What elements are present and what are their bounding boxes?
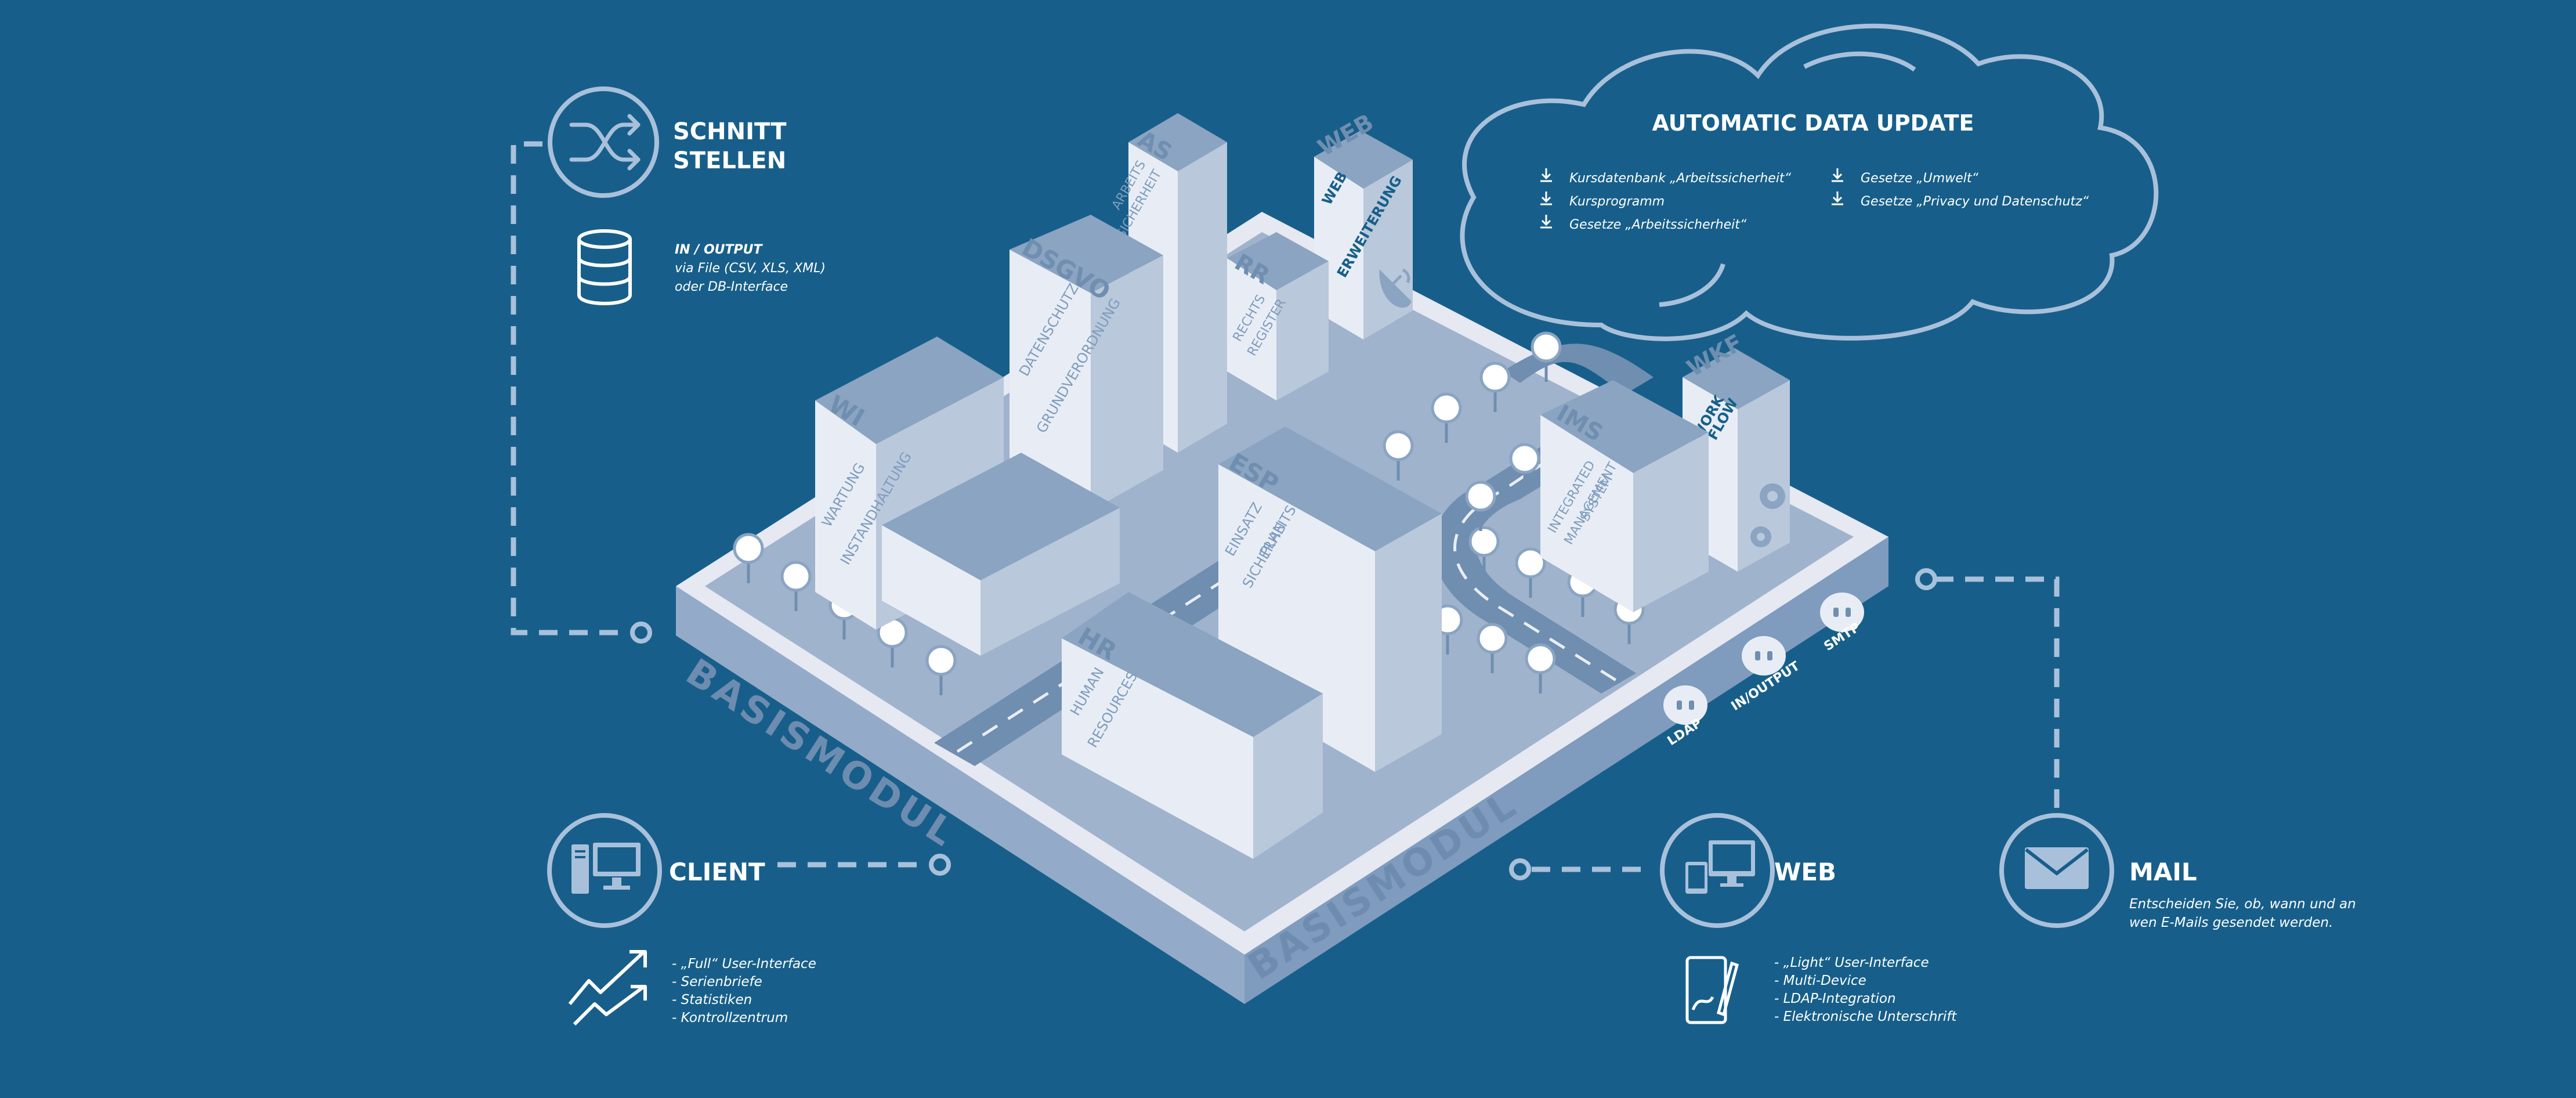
port-smtp: SMTP xyxy=(1820,593,1864,654)
schnittstellen-connector xyxy=(511,141,629,635)
building-hr: HR HUMAN RESOURCES xyxy=(1062,592,1323,859)
port-ldap: LDAP xyxy=(1663,685,1707,749)
tree-icon xyxy=(780,561,812,611)
tree-icon xyxy=(1525,643,1556,694)
satellite-dish-icon xyxy=(1379,268,1412,308)
tree-icon xyxy=(1477,623,1508,673)
database-icon xyxy=(577,229,632,305)
tree-icon xyxy=(1383,430,1414,481)
client-feature: - Serienbriefe xyxy=(672,974,762,989)
client-feature: - Kontrollzentrum xyxy=(672,1010,788,1025)
cloud-list-left: Kursdatenbank „Arbeitssicherheit“ Kurspr… xyxy=(1540,168,1792,232)
desktop-computer-icon xyxy=(571,843,641,894)
io-desc: oder DB-Interface xyxy=(675,280,788,294)
web-feature: - Multi-Device xyxy=(1774,973,1866,988)
mail-connector xyxy=(1935,576,2060,812)
cloud-item: Gesetze „Arbeitssicherheit“ xyxy=(1569,218,1747,232)
tree-icon xyxy=(1465,481,1496,531)
mail-desc: wen E-Mails gesendet werden. xyxy=(2129,915,2333,930)
tree-icon xyxy=(1531,331,1562,382)
connector-endpoints xyxy=(630,568,1937,880)
cloud-item: Kursdatenbank „Arbeitssicherheit“ xyxy=(1569,171,1792,186)
trending-up-icon xyxy=(568,950,647,1026)
tablet-signature-icon xyxy=(1685,956,1739,1024)
shuffle-icon-circle xyxy=(548,86,659,198)
client-section: CLIENT - „Full“ User-Interface - Serienb… xyxy=(547,813,816,1026)
multi-device-icon xyxy=(1685,840,1755,894)
cloud-title: AUTOMATIC DATA UPDATE xyxy=(1652,110,1974,136)
building-rr: RR RECHTS REGISTER xyxy=(1227,232,1329,400)
schnittstellen-section: SCHNITT STELLEN IN / OUTPUT via File (CS… xyxy=(548,86,826,305)
web-feature: - „Light“ User-Interface xyxy=(1774,955,1929,970)
platform-side-right xyxy=(1244,537,1888,1004)
data-update-cloud: AUTOMATIC DATA UPDATE Kursdatenbank „Arb… xyxy=(1460,23,2159,341)
io-desc: via File (CSV, XLS, XML) xyxy=(675,261,826,276)
building-ims: IMS INTEGRATED MANAGEMENT SYSTEM xyxy=(1540,380,1709,612)
web-icon-circle xyxy=(1660,813,1775,928)
client-feature: - Statistiken xyxy=(672,992,752,1007)
envelope-icon xyxy=(2025,847,2089,889)
schnittstellen-title: SCHNITT xyxy=(673,118,787,145)
tree-icon xyxy=(1468,526,1500,576)
download-icon xyxy=(1540,168,1552,229)
mail-section: MAIL Entscheiden Sie, ob, wann und an we… xyxy=(1999,813,2356,930)
tree-icon xyxy=(925,645,957,695)
download-icon xyxy=(1832,168,1843,205)
tree-icon xyxy=(1515,547,1546,598)
cloud-item: Gesetze „Privacy und Datenschutz“ xyxy=(1861,194,2089,209)
web-feature: - Elektronische Unterschrift xyxy=(1774,1009,1957,1024)
tree-icon xyxy=(1479,362,1511,412)
tree-icon xyxy=(733,533,764,583)
web-section: WEB - „Light“ User-Interface - Multi-Dev… xyxy=(1660,813,1957,1024)
client-feature: - „Full“ User-Interface xyxy=(672,956,816,971)
platform-side-left xyxy=(676,586,1244,1004)
cloud-item: Gesetze „Umwelt“ xyxy=(1861,171,1978,186)
web-title: WEB xyxy=(1774,858,1836,886)
tree-icon xyxy=(1431,392,1462,443)
cloud-list-right: Gesetze „Umwelt“ Gesetze „Privacy und Da… xyxy=(1832,168,2089,209)
mail-icon-circle xyxy=(1999,813,2114,928)
shuffle-icon xyxy=(569,114,641,171)
cloud-item: Kursprogramm xyxy=(1569,194,1665,209)
building-web: WEB WEB ERWEITERUNG xyxy=(1314,109,1413,339)
schnittstellen-title: STELLEN xyxy=(673,147,786,174)
gear-icon xyxy=(1750,483,1785,547)
mail-desc: Entscheiden Sie, ob, wann und an xyxy=(2129,897,2356,912)
building-wi: WI WARTUNG INSTANDHALTUNG xyxy=(815,337,1120,656)
mail-title: MAIL xyxy=(2129,858,2197,886)
building-dsgvo: DSGVO DATENSCHUTZ GRUNDVERORDNUNG xyxy=(1010,215,1163,511)
io-title: IN / OUTPUT xyxy=(675,243,764,257)
connector-lines xyxy=(511,141,2060,872)
client-icon-circle xyxy=(547,813,662,928)
tree-icon xyxy=(1509,443,1540,493)
web-feature: - LDAP-Integration xyxy=(1774,991,1896,1006)
client-title: CLIENT xyxy=(669,858,765,886)
